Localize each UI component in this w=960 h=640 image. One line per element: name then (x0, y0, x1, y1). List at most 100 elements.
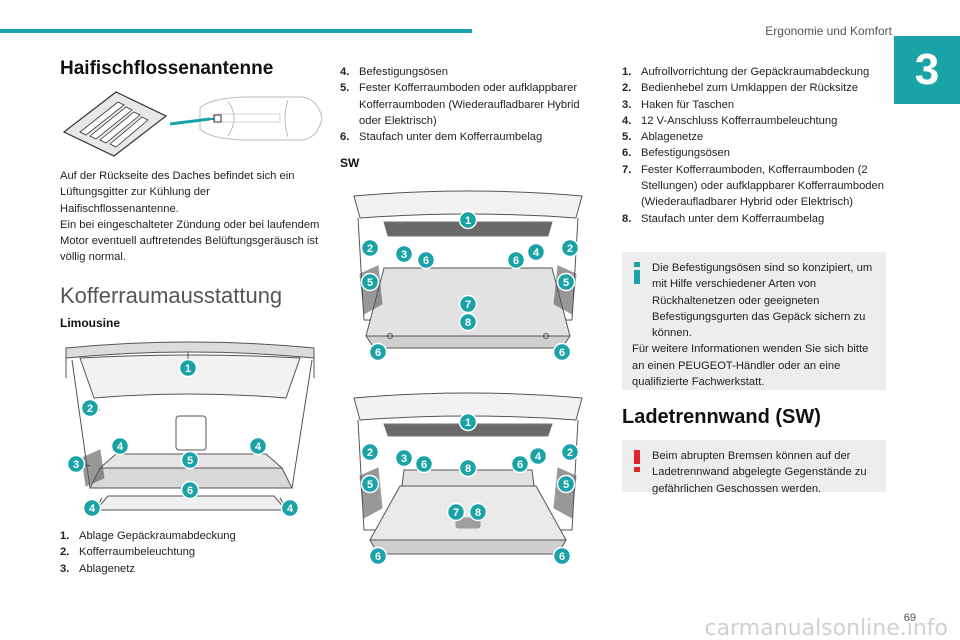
list-item: 8.Staufach unter dem Kofferraumbelag (622, 212, 825, 225)
callout-label: 4 (89, 503, 96, 515)
callout-label: 2 (367, 447, 373, 459)
list-item: 3.Ablagenetz (60, 562, 135, 575)
callout-badge (360, 474, 380, 494)
antenna-text: Auf der Rückseite des Daches befindet si… (60, 170, 320, 264)
warning-box: Beim abrupten Bremsen können auf der Lad… (622, 440, 886, 495)
callout-badge (394, 448, 414, 468)
page-number: 69 (903, 612, 916, 624)
callout-label: 4 (533, 247, 540, 259)
callout-badge (458, 312, 478, 332)
callout-badge (560, 238, 580, 258)
callout-badge (368, 546, 388, 566)
callout-label: 3 (73, 459, 79, 471)
callout-label: 6 (423, 255, 429, 267)
antenna-illustration (62, 91, 323, 157)
callout-badge (178, 358, 198, 378)
list-item: 6.Befestigungsösen (622, 147, 730, 160)
list-item: 4.Befestigungsösen (340, 66, 448, 78)
callout-badge (180, 480, 200, 500)
list-item: 7.Fester Kofferraumboden, Kofferraumbode… (622, 163, 884, 209)
callout-label: 6 (375, 551, 381, 563)
callout-badge (526, 242, 546, 262)
limousine-trunk-illustration: 1 2 3 4 4 5 6 4 4 (65, 341, 315, 518)
limousine-legend-part2: 4.Befestigungsösen 5.Fester Kofferraumbo… (340, 64, 602, 145)
callout-label: 5 (187, 455, 193, 467)
callout-label: 7 (465, 299, 471, 311)
callout-label: 8 (465, 317, 471, 329)
callout-badge (552, 546, 572, 566)
callout-badge (280, 498, 300, 518)
callout-label: 6 (559, 347, 565, 359)
callout-badge (468, 502, 488, 522)
callout-badge (82, 498, 102, 518)
callout-label: 1 (465, 215, 471, 227)
callout-badge (110, 436, 130, 456)
warning-text: Beim abrupten Bremsen können auf der Lad… (652, 450, 867, 495)
callout-badge (248, 436, 268, 456)
limousine-legend-part1: 1.Ablage Gepäckraumabdeckung 2.Kofferrau… (60, 528, 326, 577)
callout-label: 5 (367, 277, 373, 289)
callout-label: 2 (567, 447, 573, 459)
callout-badge (458, 458, 478, 478)
callout-label: 7 (453, 507, 459, 519)
sw-label: SW (340, 156, 360, 170)
callout-badge (80, 398, 100, 418)
callout-label: 4 (117, 441, 124, 453)
callout-badge (556, 272, 576, 292)
info-text-1: Die Befestigungsösen sind so konzipiert,… (652, 262, 873, 340)
sw-legend: 1.Aufrollvorrichtung der Gepäckraumabdec… (622, 64, 886, 227)
callout-badge (458, 210, 478, 230)
partition-heading: Ladetrennwand (SW) (622, 406, 821, 428)
callout-badge (458, 294, 478, 314)
callout-label: 6 (187, 485, 193, 497)
callout-label: 6 (421, 459, 427, 471)
trunk-heading: Kofferraumausstattung (60, 283, 283, 308)
callout-label: 1 (185, 363, 191, 375)
info-text-2: Für weitere Informationen wenden Sie sic… (632, 343, 869, 389)
list-item: 1.Ablage Gepäckraumabdeckung (60, 530, 236, 542)
header-accent-bar (0, 29, 472, 33)
callout-label: 6 (559, 551, 565, 563)
callout-badge (528, 446, 548, 466)
callout-label: 3 (401, 249, 407, 261)
callout-label: 2 (567, 243, 573, 255)
callout-label: 1 (465, 417, 471, 429)
chapter-number-tab: 3 (894, 36, 960, 104)
list-item: 3.Haken für Taschen (622, 98, 735, 111)
callout-label: 4 (255, 441, 262, 453)
callout-label: 5 (367, 479, 373, 491)
callout-badge (510, 454, 530, 474)
callout-label: 6 (513, 255, 519, 267)
callout-badge (446, 502, 466, 522)
callout-label: 6 (517, 459, 523, 471)
callout-label: 3 (401, 453, 407, 465)
list-item: 5.Fester Kofferraumboden oder aufklappba… (340, 82, 580, 127)
watermark: carmanualsonline.info (704, 616, 948, 640)
limousine-label: Limousine (60, 316, 121, 330)
callout-badge (560, 442, 580, 462)
callout-badge (552, 342, 572, 362)
antenna-heading: Haifischflossenantenne (60, 58, 274, 79)
chapter-title: Ergonomie und Komfort (765, 24, 892, 38)
callout-badge (368, 342, 388, 362)
list-item: 2.Kofferraumbeleuchtung (60, 546, 196, 559)
list-item: 6.Staufach unter dem Kofferraumbelag (340, 131, 543, 144)
callout-badge (556, 474, 576, 494)
callout-badge (360, 442, 380, 462)
callout-label: 2 (87, 403, 93, 415)
callout-badge (414, 454, 434, 474)
callout-badge (394, 244, 414, 264)
callout-label: 4 (535, 451, 542, 463)
callout-label: 2 (367, 243, 373, 255)
callout-badge (458, 412, 478, 432)
list-item: 2.Bedienhebel zum Umklappen der Rücksitz… (622, 82, 859, 95)
callout-label: 8 (475, 507, 481, 519)
callout-badge (180, 450, 200, 470)
callout-label: 4 (287, 503, 294, 515)
list-item: 5.Ablagenetze (622, 131, 704, 144)
callout-badge (506, 250, 526, 270)
info-box: Die Befestigungsösen sind so konzipiert,… (622, 252, 886, 390)
warning-icon (634, 450, 640, 472)
